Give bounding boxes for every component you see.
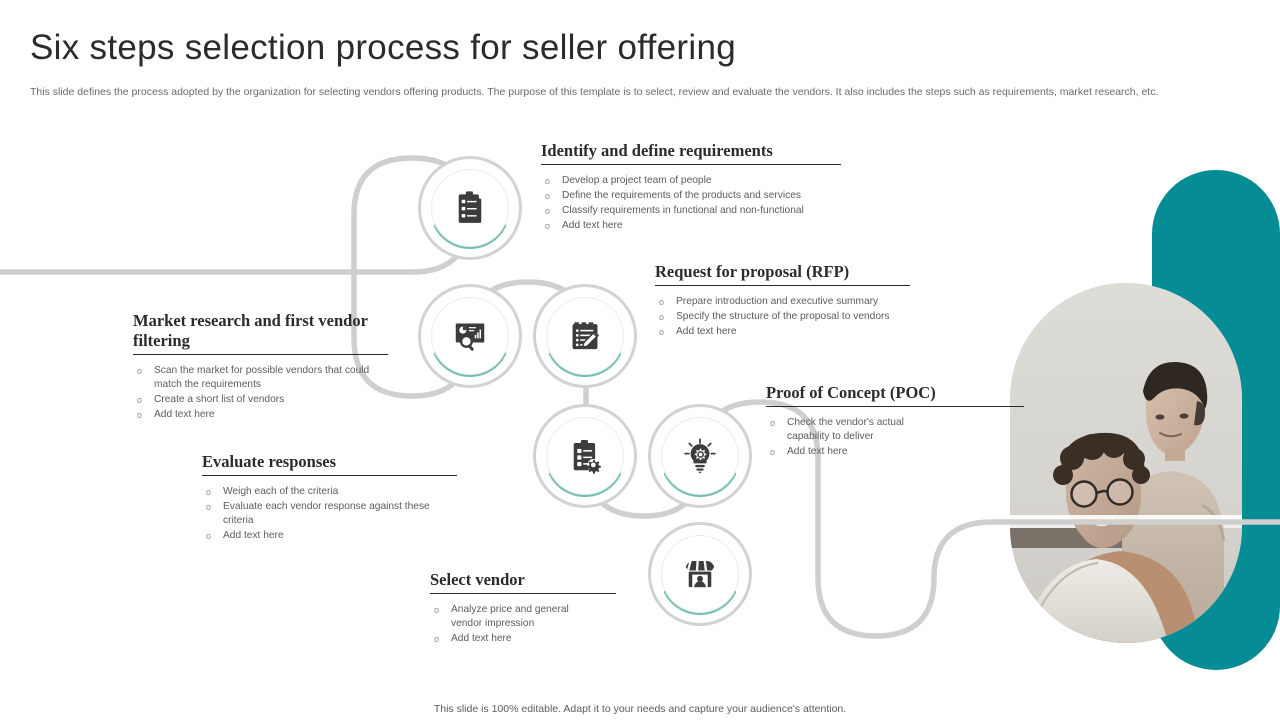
- block-bullet-list: Analyze price and general vendor impress…: [430, 603, 616, 646]
- lightbulb-gear-icon: [681, 437, 719, 475]
- page-title: Six steps selection process for seller o…: [30, 28, 736, 67]
- notepad-pen-icon: [566, 317, 604, 355]
- list-item: Add text here: [766, 445, 1024, 459]
- text-block-market-research: Market research and first vendor filteri…: [133, 311, 388, 423]
- text-block-evaluate-responses: Evaluate responses Weigh each of the cri…: [202, 452, 457, 544]
- block-bullet-list: Check the vendor's actual capability to …: [766, 416, 1024, 459]
- footer-note: This slide is 100% editable. Adapt it to…: [433, 703, 847, 715]
- list-item: Weigh each of the criteria: [202, 485, 457, 499]
- step-node-evaluate-responses[interactable]: [533, 404, 637, 508]
- block-heading: Request for proposal (RFP): [655, 262, 910, 286]
- storefront-vendor-icon: [681, 555, 719, 593]
- block-bullet-list: Weigh each of the criteria Evaluate each…: [202, 485, 457, 543]
- presentation-chart-search-icon: [451, 317, 489, 355]
- clipboard-gear-icon: [566, 437, 604, 475]
- step-node-market-research[interactable]: [418, 284, 522, 388]
- step-node-select-vendor[interactable]: [648, 522, 752, 626]
- list-item: Develop a project team of people: [541, 174, 841, 188]
- block-bullet-list: Develop a project team of people Define …: [541, 174, 841, 233]
- list-item: Define the requirements of the products …: [541, 189, 841, 203]
- list-item: Create a short list of vendors: [133, 393, 388, 407]
- step-node-identify-requirements[interactable]: [418, 156, 522, 260]
- text-block-request-for-proposal: Request for proposal (RFP) Prepare intro…: [655, 262, 910, 340]
- text-block-identify-requirements: Identify and define requirements Develop…: [541, 141, 841, 234]
- block-heading: Identify and define requirements: [541, 141, 841, 165]
- list-item: Scan the market for possible vendors tha…: [133, 364, 388, 392]
- block-bullet-list: Prepare introduction and executive summa…: [655, 295, 910, 339]
- list-item: Add text here: [655, 325, 910, 339]
- list-item: Add text here: [133, 408, 388, 422]
- list-item: Analyze price and general vendor impress…: [430, 603, 590, 631]
- step-node-request-for-proposal[interactable]: [533, 284, 637, 388]
- clipboard-checklist-icon: [451, 189, 489, 227]
- list-item: Specify the structure of the proposal to…: [655, 310, 910, 324]
- list-item: Prepare introduction and executive summa…: [655, 295, 910, 309]
- block-bullet-list: Scan the market for possible vendors tha…: [133, 364, 388, 422]
- block-heading: Proof of Concept (POC): [766, 383, 1024, 407]
- text-block-proof-of-concept: Proof of Concept (POC) Check the vendor'…: [766, 383, 1024, 460]
- list-item: Add text here: [541, 219, 841, 233]
- team-photo: [1010, 283, 1242, 643]
- list-item: Check the vendor's actual capability to …: [766, 416, 926, 444]
- list-item: Classify requirements in functional and …: [541, 204, 841, 218]
- page-subtitle: This slide defines the process adopted b…: [30, 86, 1159, 98]
- block-heading: Market research and first vendor filteri…: [133, 311, 388, 355]
- list-item: Add text here: [202, 529, 457, 543]
- text-block-select-vendor: Select vendor Analyze price and general …: [430, 570, 616, 647]
- list-item: Evaluate each vendor response against th…: [202, 500, 457, 528]
- block-heading: Evaluate responses: [202, 452, 457, 476]
- step-node-proof-of-concept[interactable]: [648, 404, 752, 508]
- list-item: Add text here: [430, 632, 616, 646]
- block-heading: Select vendor: [430, 570, 616, 594]
